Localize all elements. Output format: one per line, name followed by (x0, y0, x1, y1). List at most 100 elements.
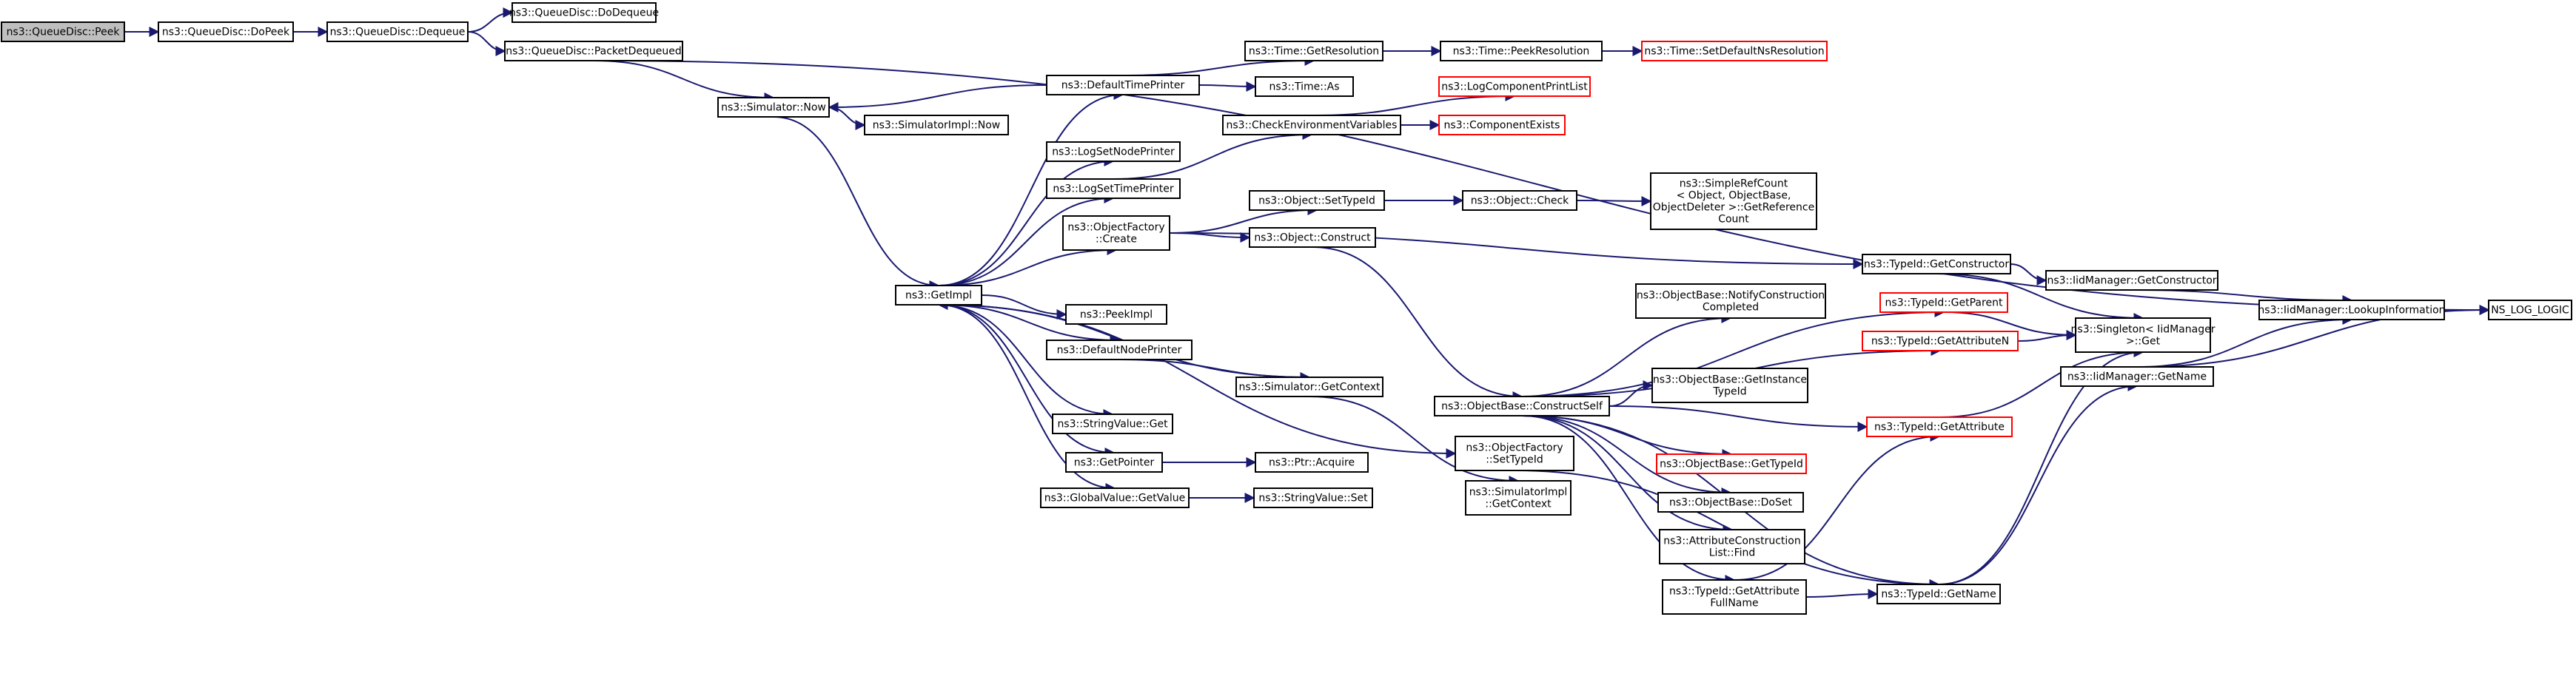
function-node-ofcreate[interactable]: ns3::ObjectFactory::Create (1062, 215, 1170, 251)
node-box (1876, 584, 2001, 604)
node-label: Count (1718, 214, 1749, 226)
node-box (2060, 366, 2214, 387)
function-node-obnotify[interactable]: ns3::ObjectBase::NotifyConstructionCompl… (1635, 283, 1826, 319)
node-box (1656, 453, 1807, 474)
node-label: ns3::Object::Check (1471, 195, 1569, 207)
function-node-obconstructself[interactable]: ns3::ObjectBase::ConstructSelf (1434, 396, 1610, 416)
function-node-singletonget[interactable]: ns3::Singleton< IidManager>::Get (2071, 317, 2216, 353)
function-node-dequeue[interactable]: ns3::QueueDisc::Dequeue (326, 21, 469, 42)
node-box (1659, 529, 1805, 564)
node-label: ns3::TypeId::GetAttribute (1874, 422, 2005, 433)
function-node-gvgetvalue[interactable]: ns3::GlobalValue::GetValue (1040, 487, 1190, 508)
node-box (1065, 452, 1163, 473)
function-node-peekimpl[interactable]: ns3::PeekImpl (1065, 304, 1167, 325)
function-node-simgetctx[interactable]: ns3::Simulator::GetContext (1235, 377, 1383, 397)
function-node-settypeid[interactable]: ns3::Object::SetTypeId (1249, 190, 1385, 211)
node-box (1651, 368, 1808, 403)
function-node-getimpl[interactable]: ns3::GetImpl (895, 285, 982, 306)
call-edge-deftime-to-simnow (828, 84, 1047, 112)
function-node-tidgetparent[interactable]: ns3::TypeId::GetParent (1879, 292, 2008, 313)
function-node-objconstruct[interactable]: ns3::Object::Construct (1249, 227, 1376, 248)
node-label: ns3::Time::SetDefaultNsResolution (1644, 46, 1824, 58)
function-node-simimplgetctx[interactable]: ns3::SimulatorImpl::GetContext (1465, 480, 1572, 516)
call-edge-ofsettypeid-to-tidgetname (1514, 470, 1940, 590)
function-node-iidgetname[interactable]: ns3::IidManager::GetName (2060, 366, 2214, 387)
call-edge-obconstructself-to-tidgetparent (1521, 307, 1945, 397)
function-node-compexists[interactable]: ns3::ComponentExists (1438, 115, 1566, 135)
function-node-obgettypeid[interactable]: ns3::ObjectBase::GetTypeId (1656, 453, 1807, 474)
node-label: ::Create (1096, 234, 1137, 246)
call-edge-tidgetattr-to-singletonget (1939, 347, 2144, 418)
node-box (1862, 331, 2019, 351)
function-node-strset[interactable]: ns3::StringValue::Set (1253, 487, 1373, 508)
node-label: ns3::DefaultTimePrinter (1061, 80, 1185, 92)
node-label: >::Get (2126, 336, 2161, 348)
function-node-nslog[interactable]: NS_LOG_LOGIC (2488, 300, 2572, 320)
node-label: List::Find (1709, 547, 1756, 559)
node-label: ns3::SimulatorImpl (1469, 487, 1568, 499)
function-node-setdefres[interactable]: ns3::Time::SetDefaultNsResolution (1641, 41, 1828, 61)
function-node-tidgetctor[interactable]: ns3::TypeId::GetConstructor (1862, 254, 2011, 274)
node-box (1046, 75, 1200, 95)
function-node-tidgetname[interactable]: ns3::TypeId::GetName (1876, 584, 2001, 604)
function-node-logprint[interactable]: ns3::LogComponentPrintList (1438, 76, 1591, 97)
node-label: ns3::AttributeConstruction (1663, 536, 1800, 547)
function-node-getres[interactable]: ns3::Time::GetResolution (1244, 41, 1383, 61)
node-box (1222, 115, 1401, 135)
function-node-peekres[interactable]: ns3::Time::PeekResolution (1440, 41, 1603, 61)
function-node-lognode[interactable]: ns3::LogSetNodePrinter (1046, 141, 1181, 162)
function-node-dopeek[interactable]: ns3::QueueDisc::DoPeek (158, 21, 294, 42)
node-box (1465, 480, 1572, 516)
node-label: ns3::SimulatorImpl::Now (873, 120, 1001, 132)
node-label: ns3::IidManager::LookupInformation (2258, 305, 2445, 317)
call-edge-simnow-to-getimpl (773, 116, 940, 291)
function-node-defnode[interactable]: ns3::DefaultNodePrinter (1046, 340, 1193, 360)
call-edge-getimpl-to-logtime (938, 193, 1115, 286)
node-box (158, 21, 294, 42)
call-edge-obconstructself-to-tidgetattrfull (1521, 415, 1736, 585)
function-node-ptracquire[interactable]: ns3::Ptr::Acquire (1255, 452, 1369, 473)
function-node-peek[interactable]: ns3::QueueDisc::Peek (1, 21, 125, 42)
call-edge-obconstructself-to-obnotify (1521, 313, 1732, 397)
function-node-logtime[interactable]: ns3::LogSetTimePrinter (1046, 178, 1181, 199)
node-label: ns3::DefaultNodePrinter (1057, 345, 1182, 357)
function-node-timeas[interactable]: ns3::Time::As (1255, 76, 1354, 97)
function-node-tidgetattrn[interactable]: ns3::TypeId::GetAttributeN (1862, 331, 2019, 351)
function-node-simimplnow[interactable]: ns3::SimulatorImpl::Now (864, 115, 1009, 135)
call-edge-tidgetname-to-iidgetname (1938, 381, 2139, 585)
node-box (1866, 416, 2013, 437)
function-node-objcheck[interactable]: ns3::Object::Check (1462, 190, 1577, 211)
function-node-deftime[interactable]: ns3::DefaultTimePrinter (1046, 75, 1200, 95)
function-node-simplerefcount[interactable]: ns3::SimpleRefCount< Object, ObjectBase,… (1650, 172, 1817, 230)
call-edge-getimpl-to-defnode (938, 304, 1121, 345)
call-edge-dequeue-to-packetdequeued (467, 31, 506, 56)
function-node-checkenv[interactable]: ns3::CheckEnvironmentVariables (1222, 115, 1401, 135)
function-node-simnow[interactable]: ns3::Simulator::Now (717, 97, 830, 118)
node-label: ns3::QueueDisc::Peek (7, 27, 121, 38)
node-label: ns3::QueueDisc::PacketDequeued (506, 46, 682, 58)
node-box (2258, 300, 2445, 320)
function-node-obdoset[interactable]: ns3::ObjectBase::DoSet (1657, 492, 1804, 513)
function-node-dodequeue[interactable]: ns3::QueueDisc::DoDequeue (509, 2, 659, 23)
function-node-strget[interactable]: ns3::StringValue::Get (1052, 414, 1173, 434)
function-node-packetdequeued[interactable]: ns3::QueueDisc::PacketDequeued (504, 41, 683, 61)
function-node-tidgetattr[interactable]: ns3::TypeId::GetAttribute (1866, 416, 2013, 437)
node-label: ns3::Singleton< IidManager (2071, 324, 2216, 336)
node-label: ns3::QueueDisc::DoDequeue (509, 7, 659, 19)
call-edge-iidgetname-to-iidlookup (2136, 314, 2353, 368)
node-label: ns3::QueueDisc::DoPeek (162, 27, 290, 38)
node-label: TypeId (1712, 386, 1746, 398)
call-edge-simnow-to-simimplnow (828, 107, 866, 130)
function-node-iidlookup[interactable]: ns3::IidManager::LookupInformation (2258, 300, 2446, 320)
node-label: ns3::GlobalValue::GetValue (1044, 493, 1185, 505)
function-node-iidgetctor[interactable]: ns3::IidManager::GetConstructor (2045, 270, 2218, 291)
node-label: ns3::Object::SetTypeId (1258, 195, 1375, 207)
node-box (1650, 172, 1817, 230)
call-edge-obconstructself-to-attrfind (1521, 415, 1734, 535)
function-node-ofsettypeid[interactable]: ns3::ObjectFactory::SetTypeId (1455, 436, 1574, 471)
call-edge-obconstructself-to-obgetinst (1609, 380, 1654, 407)
function-node-getpointer[interactable]: ns3::GetPointer (1065, 452, 1163, 473)
